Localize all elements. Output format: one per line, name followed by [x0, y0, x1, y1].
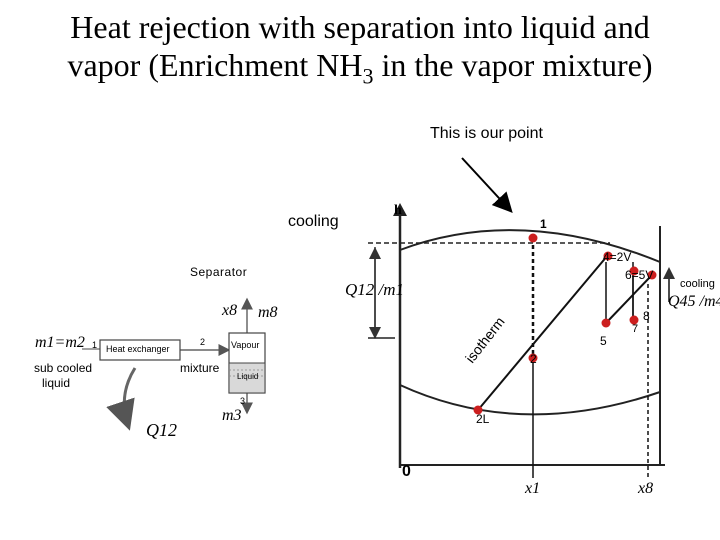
- axis-zero-label: 0: [402, 463, 411, 480]
- our-point-arrow: [461, 157, 513, 213]
- q45-m4-label: Q45 /m4: [668, 293, 720, 310]
- q12-label: Q12: [146, 420, 177, 440]
- x8-top-label: x8: [222, 302, 238, 319]
- point-5-label: 5: [600, 334, 607, 348]
- q12-m1-label: Q12 /m1: [345, 280, 405, 299]
- m3-label: m3: [222, 407, 242, 424]
- port-1-label: 1: [92, 340, 98, 350]
- liquid-label: liquid: [42, 376, 71, 390]
- saturated-liquid-curve: [399, 384, 661, 416]
- point-6-label: 6=5V: [625, 268, 654, 282]
- sub-cooled-label: sub cooled: [34, 361, 93, 375]
- point-6-marker: [629, 266, 639, 276]
- liquid-box-label: Liquid: [237, 372, 259, 381]
- axis-h-label: h: [394, 203, 402, 218]
- x1-axis-label: x1: [525, 480, 541, 497]
- port-3-label: 3: [240, 396, 246, 406]
- separator-schematic: [82, 297, 266, 431]
- m1-eq-m2-label: m1=m2: [35, 334, 85, 351]
- point-8-marker: [629, 315, 639, 325]
- title-line-2: vapor (Enrichment NH3 in the vapor mixtu…: [0, 46, 720, 95]
- title-line-2-post: in the vapor mixture): [373, 47, 653, 83]
- title-line-1: Heat rejection with separation into liqu…: [70, 9, 650, 45]
- isotherm-line: [477, 254, 609, 411]
- m8-label: m8: [258, 304, 278, 321]
- point-4-marker: [603, 251, 613, 261]
- port-2-label: 2: [200, 337, 206, 347]
- mixture-label: mixture: [180, 361, 220, 375]
- point-7-label: 7: [632, 323, 639, 335]
- cooling-left-label: cooling: [288, 213, 339, 230]
- slide-title: Heat rejection with separation into liqu…: [0, 8, 720, 95]
- point-5-marker: [601, 318, 611, 328]
- heat-exchanger-label: Heat exchanger: [106, 344, 170, 354]
- point-8-label: 8: [643, 309, 650, 323]
- point-2-marker: [528, 353, 538, 363]
- point-cooling-marker: [647, 270, 657, 280]
- point-1-marker: [528, 233, 538, 243]
- x8-axis-label: x8: [638, 480, 654, 497]
- point-2l-label: 2L: [476, 412, 490, 426]
- point-1-label: 1: [540, 217, 547, 231]
- title-line-2-pre: vapor (Enrichment NH: [67, 47, 363, 83]
- cooling-right-label: cooling: [680, 278, 715, 290]
- point-2-label: 2: [530, 352, 537, 366]
- saturated-vapor-curve: [399, 229, 661, 263]
- point-2l-marker: [473, 405, 483, 415]
- our-point-label: This is our point: [430, 125, 543, 142]
- separator-label: Separator: [190, 265, 248, 279]
- vapour-box-label: Vapour: [231, 340, 260, 350]
- title-subscript: 3: [362, 63, 374, 89]
- point-4-label: 4=2V: [603, 250, 632, 264]
